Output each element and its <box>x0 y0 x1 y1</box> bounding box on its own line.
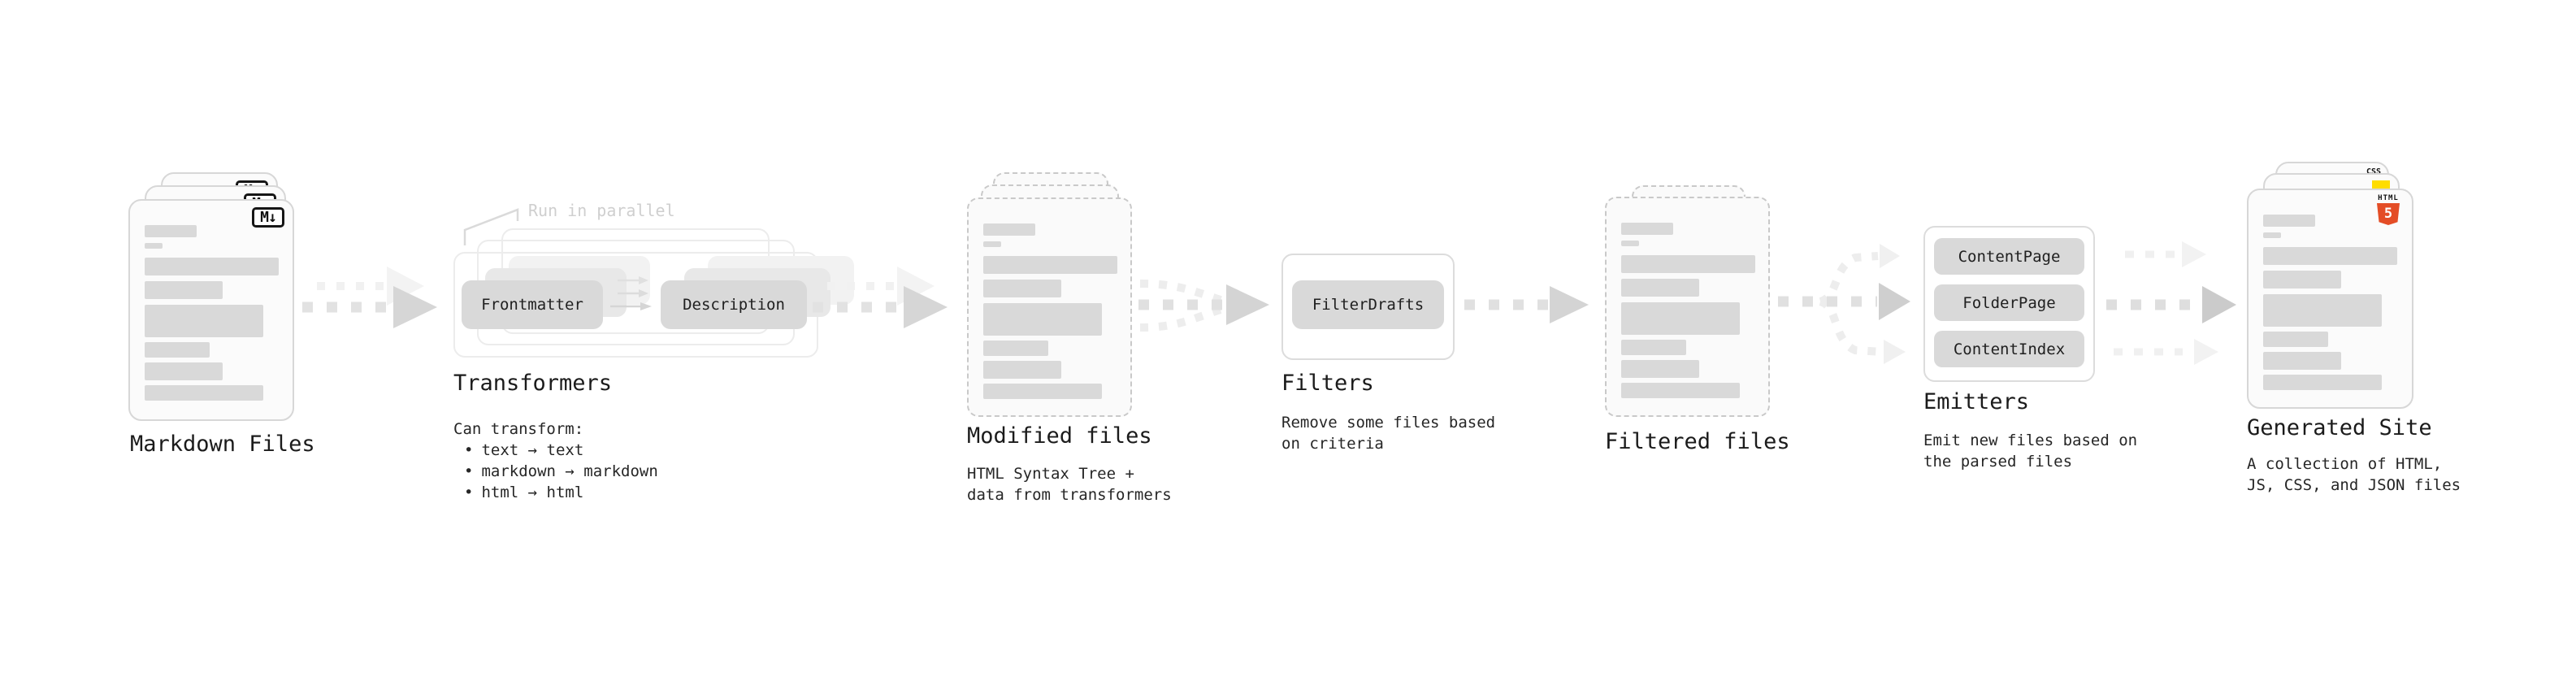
station-title-modified-files: Modified files <box>967 423 1152 449</box>
text-placeholder-bar <box>1621 302 1740 335</box>
text-placeholder-bar <box>1621 383 1740 398</box>
text-placeholder-bar <box>983 241 1001 247</box>
text-placeholder-bar <box>145 243 163 249</box>
station-title-filtered-files: Filtered files <box>1605 429 1790 454</box>
text-placeholder-bar <box>983 384 1102 399</box>
html5-icon: HTML 5 <box>2374 194 2402 225</box>
transformers-bullet-list: •text → text •markdown → markdown •html … <box>464 440 658 503</box>
flow-arrow-modified-to-filters <box>1138 280 1269 332</box>
station-title-emitters: Emitters <box>1923 389 2030 414</box>
modified-file-card-front <box>967 197 1132 417</box>
bullet-item: •html → html <box>464 484 584 501</box>
html5-wordmark: HTML <box>2378 194 2399 202</box>
flow-arrow-filters-to-filtered <box>1464 286 1589 323</box>
text-placeholder-bar <box>145 342 210 358</box>
description-pill: Description <box>661 280 807 329</box>
markdown-file-card-front: M↓ <box>128 199 294 421</box>
bullet-glyph: • <box>464 462 474 480</box>
emitters-description: Emit new files based on the parsed files <box>1923 432 2138 471</box>
text-placeholder-bar <box>2263 352 2341 370</box>
bullet-glyph: • <box>464 484 474 501</box>
station-title-generated-site: Generated Site <box>2247 415 2432 440</box>
js-icon <box>2372 180 2390 191</box>
text-placeholder-bar <box>2263 294 2382 327</box>
text-placeholder-bar <box>1621 223 1673 235</box>
generated-site-description: A collection of HTML, JS, CSS, and JSON … <box>2247 455 2461 494</box>
bullet-item: •markdown → markdown <box>464 462 658 480</box>
text-placeholder-bar <box>1621 255 1755 273</box>
text-placeholder-bar <box>2263 375 2382 390</box>
text-placeholder-bar <box>1621 360 1699 378</box>
filtered-file-card-front <box>1605 197 1770 417</box>
text-placeholder-bar <box>145 258 279 275</box>
text-placeholder-bar <box>145 362 223 380</box>
text-placeholder-bar <box>1621 241 1639 246</box>
frontmatter-pill: Frontmatter <box>462 280 603 329</box>
text-placeholder-bar <box>983 280 1061 297</box>
text-placeholder-bar <box>983 223 1035 236</box>
station-title-transformers: Transformers <box>453 371 613 396</box>
contentpage-pill: ContentPage <box>1934 238 2084 275</box>
text-placeholder-bar <box>145 281 223 299</box>
flow-arrow-transformers-to-modified <box>813 267 948 328</box>
text-placeholder-bar <box>1621 340 1686 355</box>
station-title-markdown-files: Markdown Files <box>130 432 315 457</box>
filterdrafts-pill: FilterDrafts <box>1292 280 1444 329</box>
html5-shield: 5 <box>2377 203 2400 225</box>
markdown-icon: M↓ <box>252 207 284 228</box>
parallel-arrows-icon <box>610 276 652 310</box>
run-in-parallel-label: Run in parallel <box>528 201 675 220</box>
station-title-filters: Filters <box>1281 371 1374 396</box>
text-placeholder-bar <box>1621 279 1699 297</box>
text-placeholder-bar <box>2263 247 2397 265</box>
folderpage-pill: FolderPage <box>1934 284 2084 321</box>
text-placeholder-bar <box>983 256 1117 274</box>
site-file-card-html: HTML 5 <box>2247 189 2413 409</box>
modified-files-description: HTML Syntax Tree + data from transformer… <box>967 465 1172 504</box>
bullet-glyph: • <box>464 441 474 459</box>
flow-arrow-markdown-to-transformers <box>302 267 437 328</box>
transformers-description: Can transform: <box>453 420 584 438</box>
text-placeholder-bar <box>145 305 263 337</box>
text-placeholder-bar <box>145 225 197 237</box>
text-placeholder-bar <box>2263 215 2315 227</box>
filters-description: Remove some files based on criteria <box>1281 414 1496 453</box>
text-placeholder-bar <box>2263 271 2341 288</box>
text-placeholder-bar <box>2263 332 2328 347</box>
text-placeholder-bar <box>2263 232 2281 238</box>
flow-arrow-filtered-to-emitters <box>1778 244 1910 364</box>
flow-arrow-emitters-to-site <box>2106 241 2236 365</box>
text-placeholder-bar <box>983 361 1061 379</box>
bullet-item: •text → text <box>464 441 584 459</box>
text-placeholder-bar <box>983 340 1048 356</box>
contentindex-pill: ContentIndex <box>1934 331 2084 367</box>
annotation-leader-line <box>463 208 519 245</box>
text-placeholder-bar <box>145 385 263 401</box>
text-placeholder-bar <box>983 303 1102 336</box>
